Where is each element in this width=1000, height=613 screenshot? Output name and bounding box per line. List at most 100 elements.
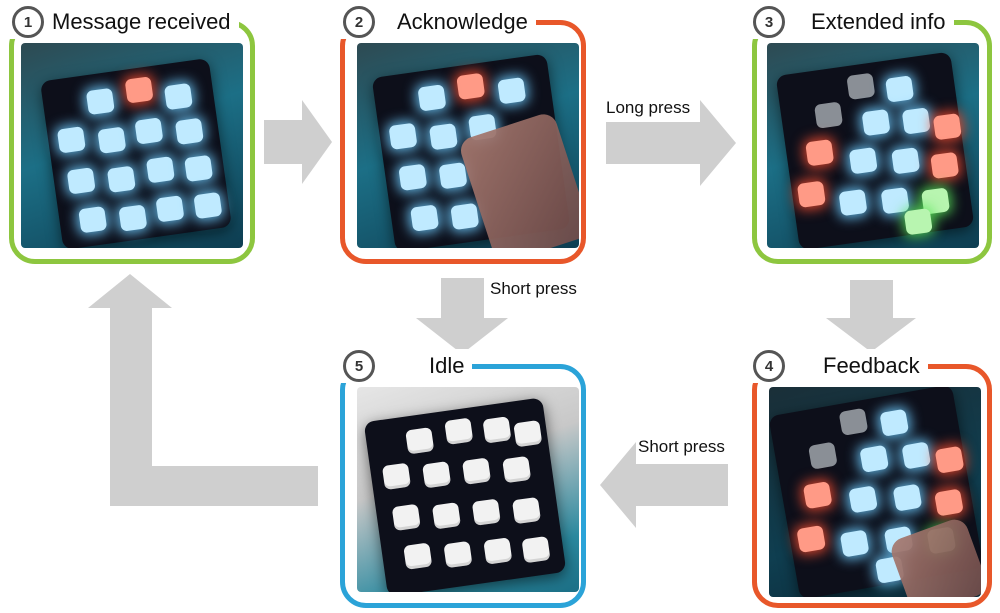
- key: [483, 537, 513, 565]
- key: [807, 441, 838, 470]
- key: [511, 496, 542, 525]
- key: [450, 202, 480, 231]
- arrow-2-to-5: [416, 278, 508, 354]
- stage-4-panel: 4 Feedback: [749, 349, 992, 608]
- key: [903, 207, 933, 236]
- key: [859, 444, 890, 473]
- key: [97, 126, 127, 154]
- key: [880, 186, 910, 215]
- stage-4-title: 4 Feedback: [749, 349, 928, 383]
- key: [85, 87, 115, 116]
- key: [901, 441, 932, 470]
- stage-1-label: Message received: [52, 9, 231, 34]
- stage-3-keypad-photo: [767, 43, 979, 248]
- key: [802, 481, 833, 510]
- keypad-board: [775, 51, 975, 248]
- key: [502, 455, 532, 484]
- key: [839, 529, 870, 558]
- stage-5-panel: 5 Idle: [339, 349, 586, 608]
- key: [513, 419, 543, 448]
- key: [934, 445, 965, 474]
- key: [174, 117, 204, 146]
- key: [422, 461, 452, 489]
- key: [891, 147, 921, 175]
- key: [163, 82, 193, 111]
- keypad-board: [39, 57, 233, 248]
- stage-2-label: Acknowledge: [397, 9, 528, 34]
- key: [838, 407, 869, 436]
- key: [901, 107, 931, 135]
- key: [124, 76, 154, 104]
- key: [438, 162, 468, 190]
- key: [444, 417, 474, 445]
- stage-4-badge: 4: [753, 350, 785, 382]
- key: [461, 457, 492, 485]
- key: [134, 117, 164, 145]
- stage-3-label: Extended info: [811, 9, 946, 34]
- stage-1-keypad-photo: [21, 43, 243, 248]
- arrow-5-to-1: [88, 274, 318, 506]
- key: [805, 139, 835, 167]
- stage-1-panel: 1 Message received: [8, 5, 255, 264]
- arrow-2-to-3: [606, 100, 736, 186]
- key: [56, 126, 86, 154]
- key: [521, 535, 551, 564]
- stage-1-title: 1 Message received: [8, 5, 239, 39]
- key: [431, 502, 461, 530]
- stage-2-badge: 2: [343, 6, 375, 38]
- key: [106, 165, 136, 193]
- stage-4-keypad-photo: [769, 387, 981, 597]
- key: [78, 205, 108, 234]
- key: [471, 498, 501, 526]
- key: [410, 204, 440, 232]
- stage-4-label: Feedback: [823, 353, 920, 378]
- stage-2-title: 2 Acknowledge: [339, 5, 536, 39]
- key: [398, 163, 428, 192]
- stage-3-title: 3 Extended info: [749, 5, 954, 39]
- arrow-3-to-4: [826, 280, 916, 352]
- key: [417, 84, 447, 112]
- stage-3-badge: 3: [753, 6, 785, 38]
- stage-3-panel: 3 Extended info: [749, 5, 992, 264]
- stage-5-label: Idle: [429, 353, 465, 378]
- key: [145, 156, 175, 184]
- stage-2-keypad-photo: [357, 43, 579, 248]
- arrow-1-to-2: [264, 100, 332, 184]
- key: [848, 147, 878, 175]
- key: [934, 488, 964, 517]
- key: [497, 77, 527, 105]
- key: [184, 154, 214, 183]
- stage-5-title: 5 Idle: [339, 349, 473, 383]
- key: [814, 101, 844, 129]
- key: [155, 195, 185, 223]
- stage-2-panel: 2 Acknowledge: [339, 5, 586, 264]
- key: [403, 542, 433, 570]
- key: [193, 191, 223, 220]
- stage-5-badge: 5: [343, 350, 375, 382]
- key: [848, 485, 878, 514]
- key: [879, 408, 910, 437]
- key: [456, 72, 486, 101]
- short-press-label-down: Short press: [490, 279, 577, 298]
- key: [443, 540, 473, 569]
- key: [846, 72, 876, 101]
- long-press-label: Long press: [606, 98, 691, 117]
- stage-5-keypad-photo: [357, 387, 579, 592]
- key: [388, 122, 418, 150]
- key: [861, 108, 891, 137]
- key: [930, 151, 960, 180]
- key: [405, 427, 435, 455]
- key: [885, 75, 915, 103]
- key: [796, 180, 826, 208]
- key: [796, 524, 827, 554]
- key: [428, 122, 459, 151]
- key: [381, 462, 412, 491]
- key: [118, 204, 148, 232]
- short-press-label-left: Short press: [638, 437, 725, 456]
- keypad-board: [363, 397, 567, 592]
- key: [838, 188, 868, 217]
- key: [66, 167, 96, 195]
- key: [482, 416, 512, 444]
